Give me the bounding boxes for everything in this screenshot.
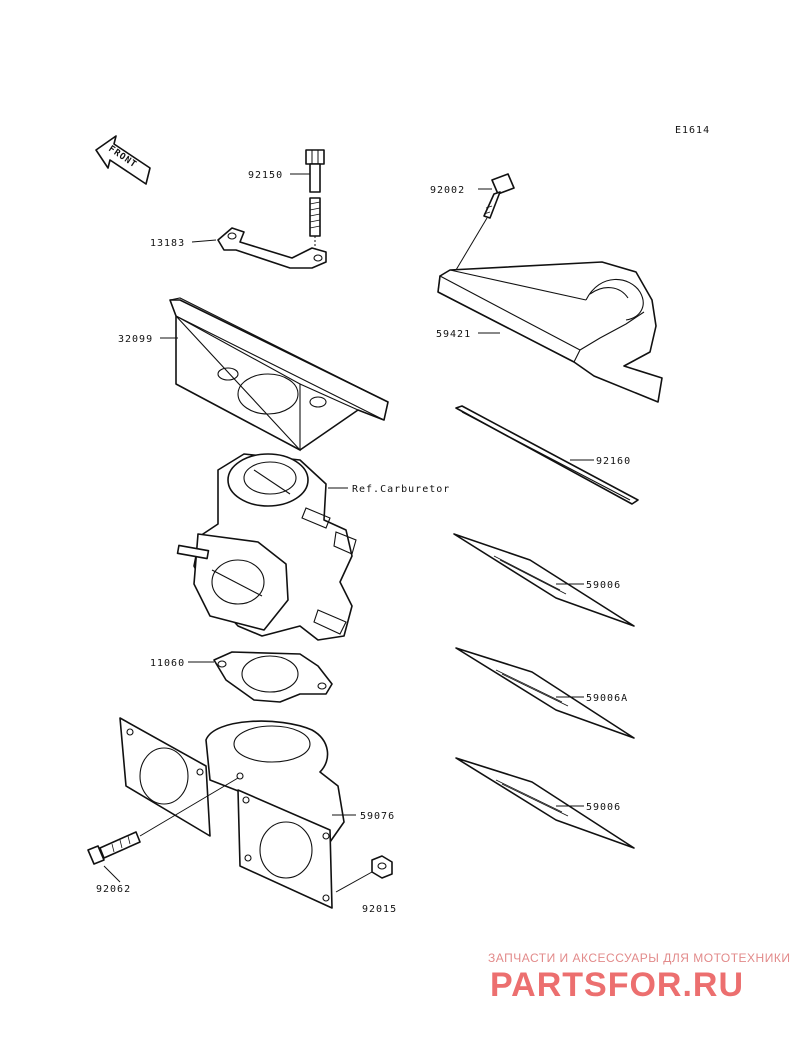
watermark: ЗАПЧАСТИ И АКСЕССУАРЫ ДЛЯ МОТОТЕХНИКИ PA… (488, 951, 790, 1004)
carburetor (176, 453, 357, 641)
part-labels: 92150 13183 32099 92002 59421 92160 5900… (96, 170, 631, 915)
part-label: 59006 (586, 580, 621, 591)
reed-59006-lower (455, 757, 635, 849)
part-label: 59006A (586, 693, 628, 704)
cover-32099 (169, 297, 389, 452)
part-label: 92015 (362, 904, 397, 915)
reed-59006A (455, 647, 635, 739)
gasket-11060 (213, 651, 333, 703)
reference-label: Ref.Carburetor (352, 484, 450, 495)
part-label: 59076 (360, 811, 395, 822)
bolt-92002 (455, 173, 515, 271)
bolt-92150 (305, 149, 325, 250)
watermark-tagline: ЗАПЧАСТИ И АКСЕССУАРЫ ДЛЯ МОТОТЕХНИКИ (488, 951, 790, 965)
part-label: 11060 (150, 658, 185, 669)
reed-59006 (453, 533, 635, 627)
part-label: 92160 (596, 456, 631, 467)
bracket-13183 (217, 227, 327, 269)
gasket-92160 (455, 405, 639, 505)
part-label: 59006 (586, 802, 621, 813)
part-label: 92150 (248, 170, 283, 181)
manifold-59076 (119, 717, 345, 909)
front-arrow-icon: FRONT (95, 135, 151, 185)
diagram-code: E1614 (675, 125, 710, 136)
part-label: 92062 (96, 884, 131, 895)
part-label: 92002 (430, 185, 465, 196)
nut-92015 (371, 855, 393, 879)
bolt-92062 (87, 777, 239, 865)
part-label: 32099 (118, 334, 153, 345)
part-label: 13183 (150, 238, 185, 249)
part-label: 59421 (436, 329, 471, 340)
leader-lines (103, 173, 594, 893)
watermark-brand: PARTSFOR.RU (490, 966, 744, 1004)
silencer-59421 (437, 261, 663, 403)
